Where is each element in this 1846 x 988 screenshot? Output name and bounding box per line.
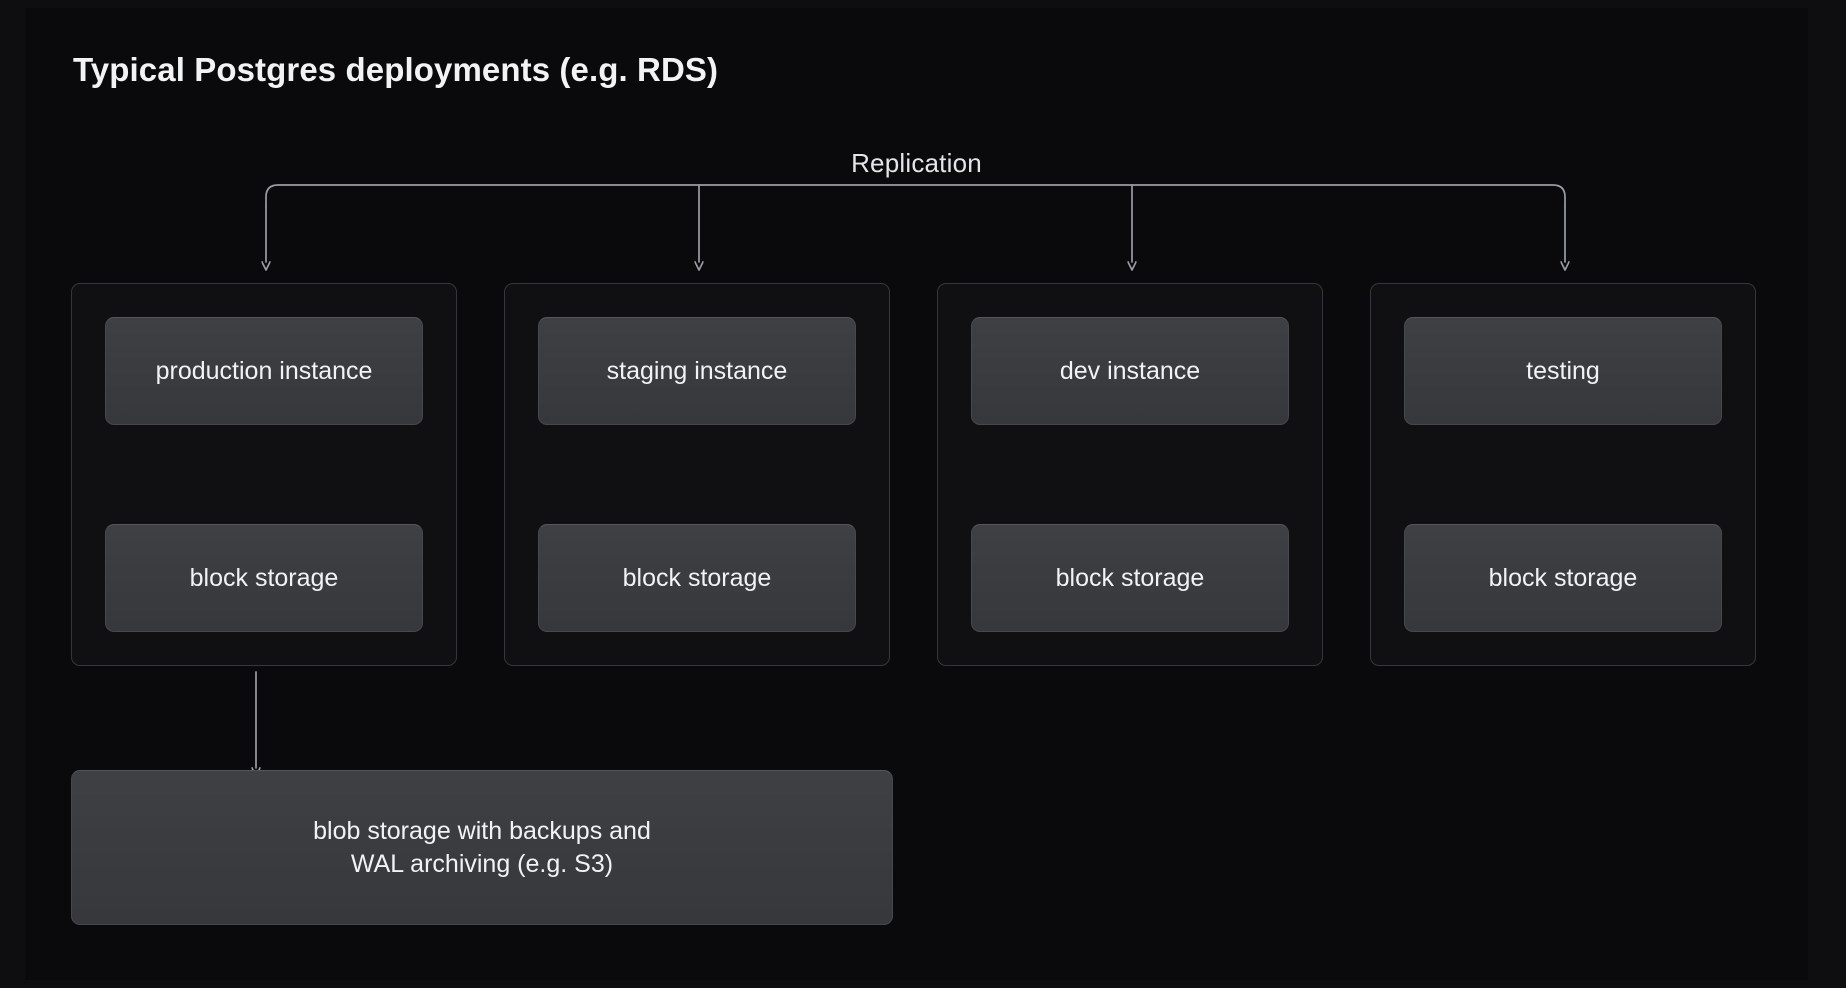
node-label: staging instance xyxy=(606,356,788,385)
node-production-instance[interactable]: production instance xyxy=(105,317,423,425)
node-testing-block-storage[interactable]: block storage xyxy=(1404,524,1722,632)
blob-storage-line-2: WAL archiving (e.g. S3) xyxy=(350,849,614,878)
node-label: dev instance xyxy=(1059,356,1201,385)
node-label: block storage xyxy=(1488,563,1638,592)
node-dev-block-storage[interactable]: block storage xyxy=(971,524,1289,632)
node-label: production instance xyxy=(155,356,373,385)
node-staging-block-storage[interactable]: block storage xyxy=(538,524,856,632)
node-dev-instance[interactable]: dev instance xyxy=(971,317,1289,425)
node-label: block storage xyxy=(189,563,339,592)
replication-label: Replication xyxy=(851,148,982,178)
diagram-canvas: Typical Postgres deployments (e.g. RDS) … xyxy=(25,8,1808,980)
blob-storage-line-1: blob storage with backups and xyxy=(313,816,651,845)
group-panel-staging[interactable]: staging instance block storage xyxy=(504,283,890,666)
group-panel-dev[interactable]: dev instance block storage xyxy=(937,283,1323,666)
node-production-block-storage[interactable]: block storage xyxy=(105,524,423,632)
node-label: testing xyxy=(1526,356,1600,385)
node-label: block storage xyxy=(1055,563,1205,592)
replication-bus xyxy=(265,184,1566,207)
node-staging-instance[interactable]: staging instance xyxy=(538,317,856,425)
node-testing-instance[interactable]: testing xyxy=(1404,317,1722,425)
page-title: Typical Postgres deployments (e.g. RDS) xyxy=(73,51,719,88)
node-label: block storage xyxy=(622,563,772,592)
group-panel-testing[interactable]: testing block storage xyxy=(1370,283,1756,666)
node-blob-storage[interactable]: blob storage with backups and WAL archiv… xyxy=(71,770,893,925)
group-panel-production[interactable]: production instance block storage xyxy=(71,283,457,666)
